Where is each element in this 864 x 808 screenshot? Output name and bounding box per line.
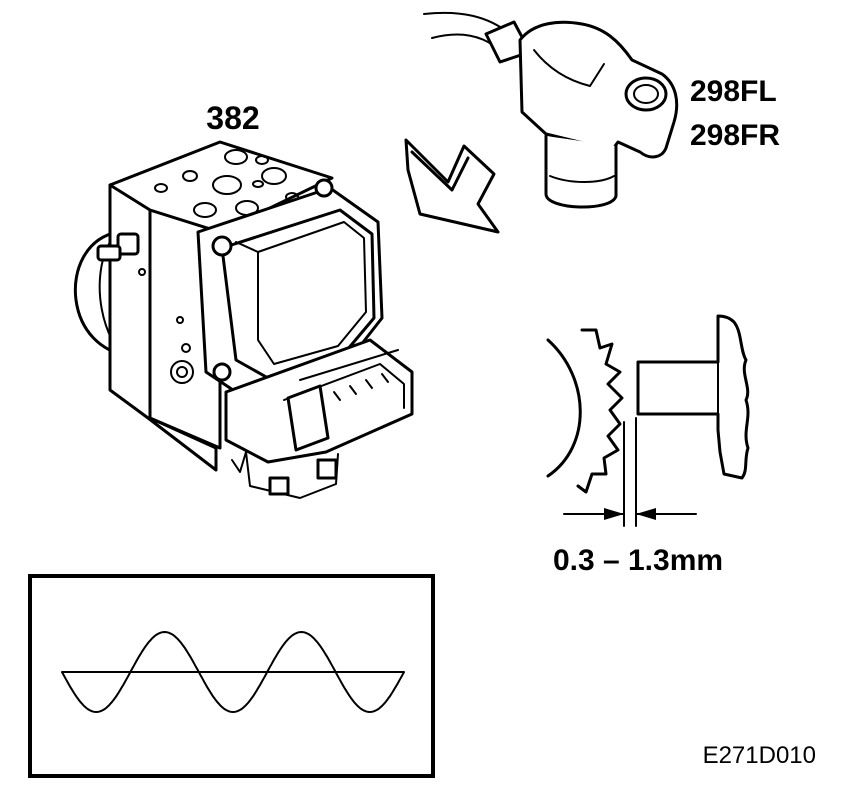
tone-ring-icon — [546, 328, 624, 494]
side-fitting-icon — [96, 232, 194, 384]
block-port-holes — [154, 149, 299, 218]
figure-code: E271D010 — [703, 742, 816, 769]
gap-dimension — [563, 417, 697, 527]
gap-label: 0.3 – 1.3mm — [553, 544, 723, 577]
sine-wave-signal-icon — [61, 630, 405, 714]
abs-modulator-icon — [73, 140, 414, 499]
sensor-label-2: 298FR — [690, 119, 780, 152]
wheel-speed-sensor-icon — [423, 11, 679, 209]
direction-arrow-icon — [404, 138, 500, 234]
sensor-tip-icon — [636, 314, 750, 480]
connector-ribs — [299, 349, 399, 401]
sensor-label-1: 298FL — [690, 75, 777, 108]
module-label: 382 — [206, 100, 259, 136]
signal-oscilloscope-box — [28, 574, 435, 778]
